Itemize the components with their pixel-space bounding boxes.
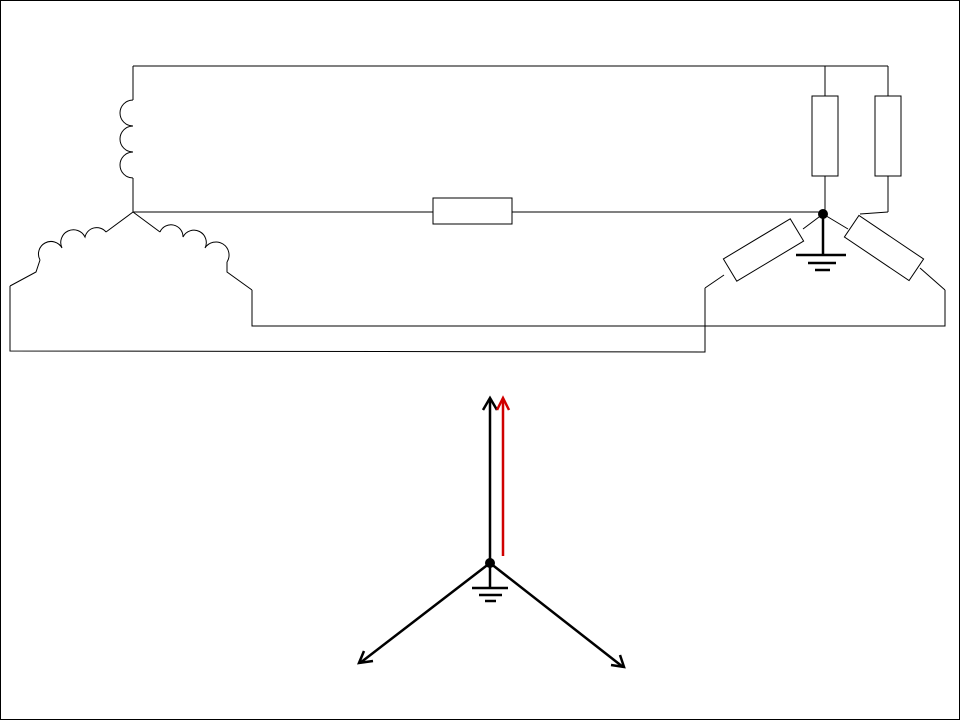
winding-right [159, 224, 230, 263]
wire-load-left-lead [704, 274, 725, 289]
wire-load-right-lead [919, 267, 946, 291]
resistor-load-right [843, 214, 925, 282]
winding-right-lead-out [226, 262, 253, 291]
resistor-load-left [722, 218, 805, 282]
wire-lower-outer [9, 286, 706, 353]
phasor-lower-left [359, 562, 491, 664]
phasor-lower-right [489, 562, 624, 668]
winding-left-lead-out [9, 259, 41, 287]
wire-branch-right-to-right-resistor [859, 211, 889, 215]
winding-vertical [119, 99, 134, 179]
source-windings [9, 99, 253, 291]
load-ground [796, 209, 846, 272]
phasor-up-highlight-arrowhead [495, 395, 511, 411]
phasor-lower-left-arrowhead [357, 650, 374, 665]
resistors [432, 95, 925, 282]
wire-lower-inner [251, 290, 946, 327]
winding-left [37, 227, 107, 261]
resistor-branch-right [874, 95, 902, 177]
phasor-diagram [357, 395, 626, 669]
wires [9, 65, 946, 353]
winding-right-lead [132, 211, 161, 233]
resistor-branch-left [811, 95, 839, 177]
resistor-series-neutral [432, 197, 513, 225]
phasor-lower-right-arrowhead [610, 654, 626, 669]
winding-left-lead [105, 211, 134, 233]
phasor-up-arrowhead [481, 395, 499, 411]
